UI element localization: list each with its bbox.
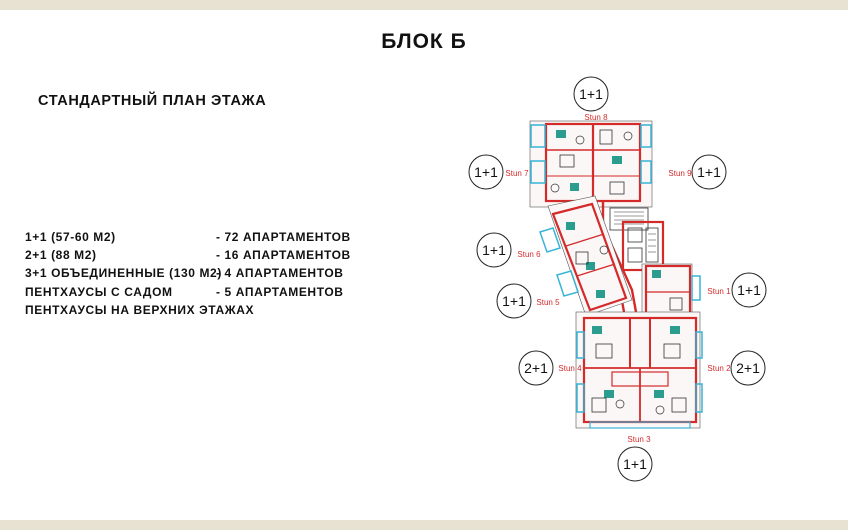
unit-stun-label: Stun 7 — [505, 169, 529, 178]
legend-count: - 16 АПАРТАМЕНТОВ — [216, 248, 351, 263]
wing-right — [641, 263, 701, 321]
legend-row: ПЕНТХАУСЫ С САДОМ - 5 АПАРТАМЕНТОВ — [25, 283, 365, 301]
unit-type-label: 1+1 — [482, 242, 506, 258]
page-subtitle: СТАНДАРТНЫЙ ПЛАН ЭТАЖА — [38, 93, 267, 109]
unit-stun-1: 1+1 Stun 1 — [707, 272, 767, 308]
legend-row: 3+1 ОБЪЕДИНЕННЫЕ (130 М2) - 4 АПАРТАМЕНТ… — [25, 264, 365, 282]
unit-type-label: 1+1 — [579, 86, 603, 102]
bottom-band — [0, 520, 848, 530]
unit-stun-6: 1+1 Stun 6 — [476, 232, 541, 268]
wing-left — [539, 195, 633, 317]
unit-stun-label: Stun 4 — [558, 364, 582, 373]
legend-label: ПЕНТХАУСЫ С САДОМ — [25, 284, 173, 299]
unit-stun-5: 1+1 Stun 5 — [496, 283, 560, 319]
unit-stun-label: Stun 6 — [517, 250, 541, 259]
unit-stun-label: Stun 8 — [584, 113, 608, 122]
legend-row: 2+1 (88 М2) - 16 АПАРТАМЕНТОВ — [25, 246, 365, 264]
top-band — [0, 0, 848, 10]
legend-count: - 5 АПАРТАМЕНТОВ — [216, 284, 344, 299]
unit-stun-label: Stun 5 — [536, 298, 560, 307]
wing-bottom — [575, 311, 703, 429]
unit-type-label: 1+1 — [737, 282, 761, 298]
legend-count: - 72 АПАРТАМЕНТОВ — [216, 230, 351, 244]
legend-label: 1+1 (57-60 М2) — [25, 230, 116, 244]
wing-top — [529, 120, 653, 208]
unit-stun-label: Stun 9 — [668, 169, 692, 178]
unit-stun-3: 1+1 Stun 3 — [617, 435, 653, 482]
floor-plan-drawing — [529, 120, 703, 429]
unit-type-label: 2+1 — [524, 360, 548, 376]
unit-stun-label: Stun 1 — [707, 287, 731, 296]
unit-type-label: 1+1 — [474, 164, 498, 180]
legend-label: 2+1 (88 М2) — [25, 248, 97, 263]
unit-stun-7: 1+1 Stun 7 — [468, 154, 529, 190]
page-title: БЛОК Б — [381, 30, 467, 53]
unit-type-label: 1+1 — [623, 456, 647, 472]
unit-labels: 1+1 Stun 8 1+1 Stun 7 1+1 Stun 9 1+1 Stu… — [468, 76, 767, 482]
unit-stun-label: Stun 3 — [627, 435, 651, 444]
unit-stun-2: 2+1 Stun 2 — [707, 350, 766, 386]
legend-row: 1+1 (57-60 М2) - 72 АПАРТАМЕНТОВ — [25, 228, 365, 246]
unit-type-label: 2+1 — [736, 360, 760, 376]
legend-label: 3+1 ОБЪЕДИНЕННЫЕ (130 М2) — [25, 266, 222, 281]
legend-row: ПЕНТХАУСЫ НА ВЕРХНИХ ЭТАЖАХ — [25, 301, 365, 319]
unit-type-label: 1+1 — [502, 293, 526, 309]
apartment-legend: 1+1 (57-60 М2) - 72 АПАРТАМЕНТОВ 2+1 (88… — [25, 228, 365, 319]
unit-stun-4: 2+1 Stun 4 — [518, 350, 582, 386]
unit-stun-label: Stun 2 — [707, 364, 731, 373]
legend-count: - 4 АПАРТАМЕНТОВ — [216, 266, 344, 281]
unit-type-label: 1+1 — [697, 164, 721, 180]
unit-stun-9: 1+1 Stun 9 — [668, 154, 727, 190]
legend-label: ПЕНТХАУСЫ НА ВЕРХНИХ ЭТАЖАХ — [25, 302, 255, 317]
unit-stun-8: 1+1 Stun 8 — [573, 76, 609, 122]
